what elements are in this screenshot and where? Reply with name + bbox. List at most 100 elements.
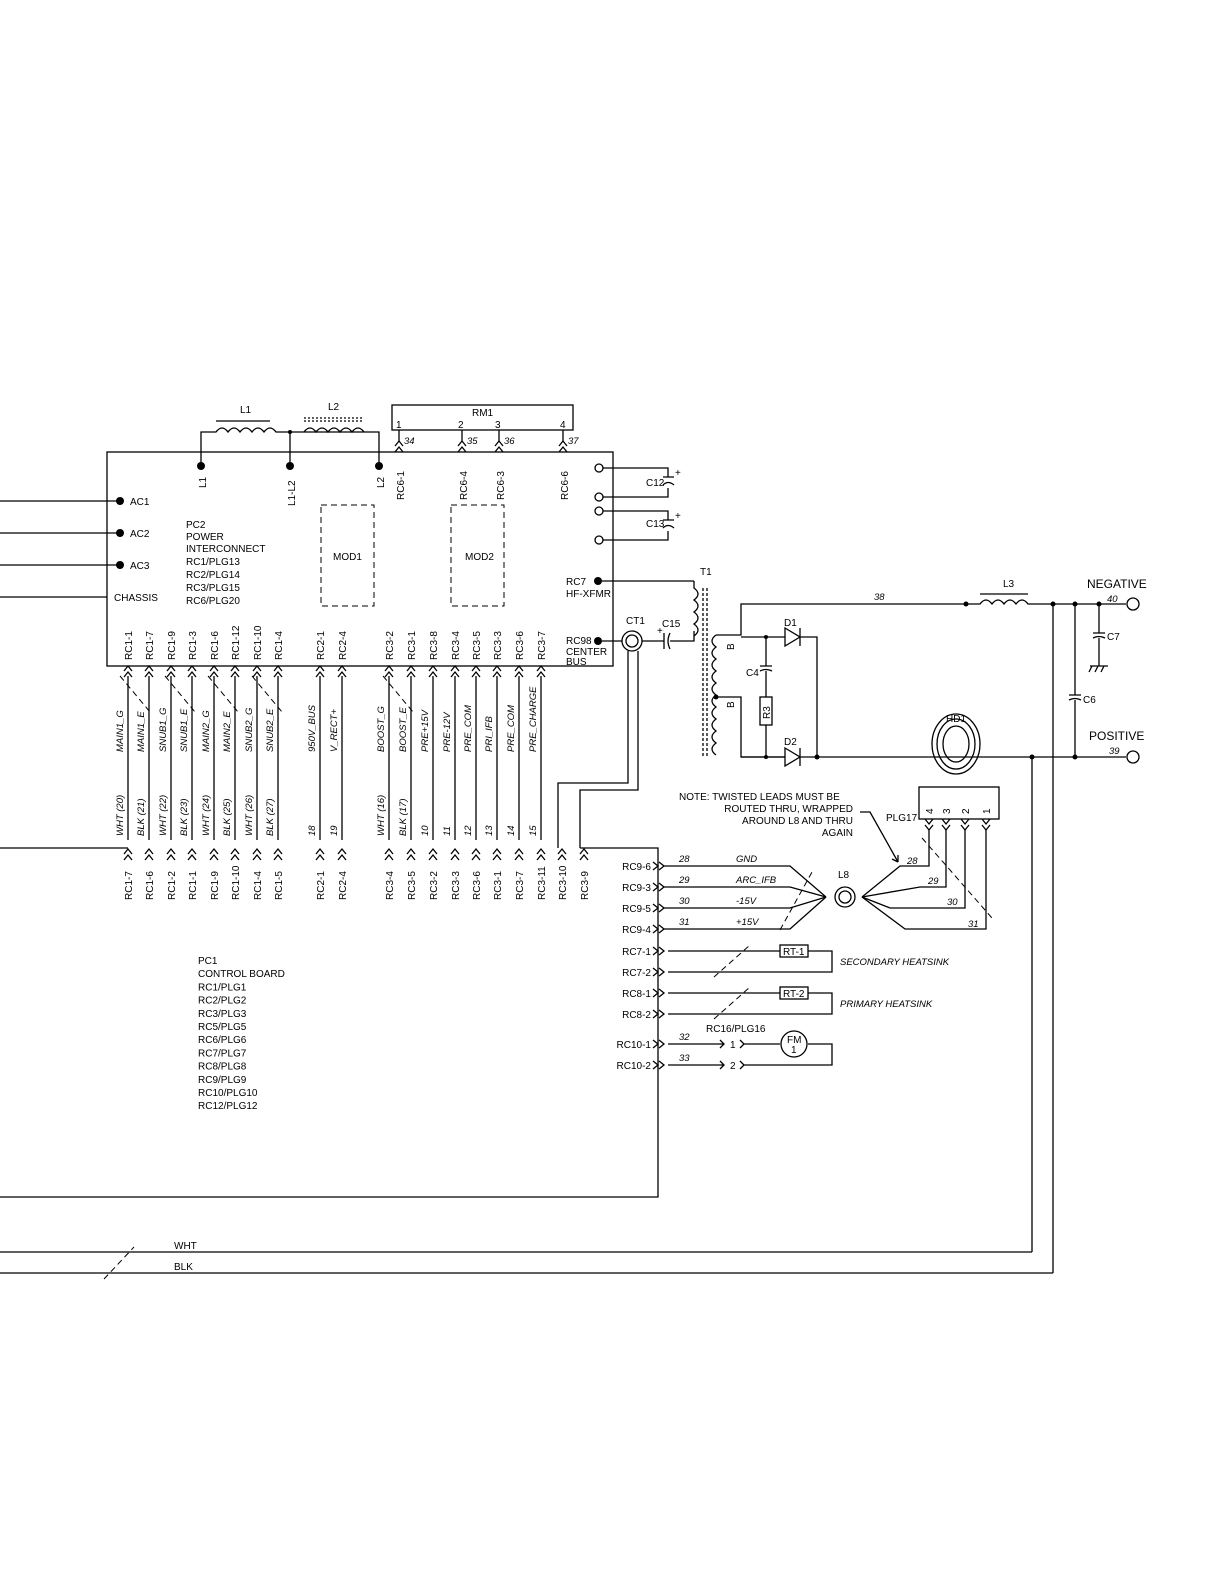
wire-id-label: WHT (20) xyxy=(115,795,126,836)
wire-34: 34 xyxy=(404,436,415,447)
fm-label: FM xyxy=(787,1035,801,1046)
ct1-label: CT1 xyxy=(626,616,645,627)
pc1-connector: RC3-6 xyxy=(472,871,483,900)
plg17-pin: 2 xyxy=(961,808,972,814)
pc2-bottom-connector: RC1-12 xyxy=(231,625,242,660)
pc1-connector: RC3-5 xyxy=(407,871,418,900)
pc2-bottom-connector: RC3-2 xyxy=(385,631,396,660)
signal-label: SNUB1_E xyxy=(179,708,190,752)
wire-id-label: WHT (16) xyxy=(376,795,387,836)
pc2-title-3: RC1/PLG13 xyxy=(186,557,240,568)
signal-label: 950V_BUS xyxy=(307,704,318,752)
pc2-title-4: RC2/PLG14 xyxy=(186,570,240,581)
rt1-label: RT-1 xyxy=(783,947,805,958)
pc2-bottom-connector: RC2-1 xyxy=(316,631,327,660)
plg17-wire: 30 xyxy=(947,897,958,908)
rm1-pin-4: 4 xyxy=(560,420,566,431)
pc1-connector: RC1-10 xyxy=(231,865,242,900)
wire-35: 35 xyxy=(467,436,478,447)
hd1-label: HD1 xyxy=(946,714,966,725)
signal-label: PRE-12V xyxy=(442,711,453,752)
pc2-bottom-connector: RC1-9 xyxy=(167,631,178,660)
rc9-signal: GND xyxy=(736,854,757,865)
signal-label: SNUB2_E xyxy=(265,708,276,752)
rc7-label: RC7 xyxy=(566,577,586,588)
secondary-heatsink-label: SECONDARY HEATSINK xyxy=(840,957,950,968)
signal-label: MAIN1_E xyxy=(136,711,147,752)
pc1-connector: RC3-7 xyxy=(515,871,526,900)
d2-label: D2 xyxy=(784,737,797,748)
note-line-1: ROUTED THRU, WRAPPED xyxy=(724,804,853,815)
pc1-connector: RC3-4 xyxy=(385,871,396,900)
chassis-label: CHASSIS xyxy=(114,593,158,604)
hf-xfmr-label: HF-XFMR xyxy=(566,589,611,600)
pc2-bottom-connector: RC1-3 xyxy=(188,631,199,660)
wire-36: 36 xyxy=(504,436,515,447)
wire-37: 37 xyxy=(568,436,579,447)
plg17-wire: 31 xyxy=(968,919,979,930)
signal-label: PRE+15V xyxy=(420,708,431,752)
plg17-wire: 28 xyxy=(906,856,918,867)
rc9-signal: -15V xyxy=(736,896,758,907)
wire-id-label: WHT (26) xyxy=(244,795,255,836)
pc1-title-line: RC7/PLG7 xyxy=(198,1048,247,1059)
rm1-pin-1: 1 xyxy=(396,420,402,431)
rc98-label: RC98 xyxy=(566,636,592,647)
rt2-label: RT-2 xyxy=(783,989,805,1000)
rm1-pin-2: 2 xyxy=(458,420,464,431)
ac1-label: AC1 xyxy=(130,497,150,508)
pc1-title-line: RC6/PLG6 xyxy=(198,1035,247,1046)
note: NOTE: TWISTED LEADS MUST BE ROUTED THRU,… xyxy=(679,792,899,863)
r3-label: R3 xyxy=(762,706,773,719)
pc2-title-0: PC2 xyxy=(186,520,206,531)
signal-label: MAIN1_G xyxy=(115,710,126,752)
rc9-pin: RC9-3 xyxy=(622,883,651,894)
plg17-label: PLG17 xyxy=(886,813,918,824)
rm1-pin-3: 3 xyxy=(495,420,501,431)
wire-40: 40 xyxy=(1107,594,1118,605)
pc1-connector: RC3-1 xyxy=(493,871,504,900)
wire-id-label: 19 xyxy=(329,825,340,836)
rc9-wire: 30 xyxy=(679,896,690,907)
wire-id-label: BLK (27) xyxy=(265,799,276,837)
c4-label: C4 xyxy=(746,668,759,679)
sensors: RT-1 SECONDARY HEATSINK RT-2 PRIMARY HEA… xyxy=(668,944,950,1072)
signal-label: PRE_COM xyxy=(463,705,474,752)
pc2-bottom-connector: RC3-6 xyxy=(515,631,526,660)
l1-label: L1 xyxy=(240,405,252,416)
pc2-title-6: RC6/PLG20 xyxy=(186,596,240,607)
signal-label: PRE_CHARGE xyxy=(528,686,539,752)
rc9-signal: +15V xyxy=(736,917,760,928)
l2-pin-label: L2 xyxy=(376,476,387,488)
pc2-bottom-connector: RC2-4 xyxy=(338,631,349,660)
signal-label: BOOST_G xyxy=(376,706,387,752)
pc1-title-line: RC8/PLG8 xyxy=(198,1062,247,1073)
pc1-connector: RC1-1 xyxy=(188,871,199,900)
pc2-board: AC1 AC2 AC3 CHASSIS PC2 POWER INTERCONNE… xyxy=(0,439,694,668)
blk-wire-label: BLK xyxy=(174,1262,193,1273)
signal-label: SNUB1_G xyxy=(158,708,169,752)
pc1-connector: RC3-9 xyxy=(580,871,591,900)
pc1-title-line: CONTROL BOARD xyxy=(198,969,285,980)
sensor-pin: RC7-2 xyxy=(622,968,651,979)
rc9-signal: ARC_IFB xyxy=(735,875,777,886)
pc2-bottom-connector: RC3-5 xyxy=(472,631,483,660)
note-line-0: NOTE: TWISTED LEADS MUST BE xyxy=(679,792,840,803)
l3-label: L3 xyxy=(1003,579,1015,590)
pc1-connector: RC1-9 xyxy=(210,871,221,900)
pc1-title-line: RC5/PLG5 xyxy=(198,1022,247,1033)
input-inductors: L1 L2 xyxy=(200,402,380,466)
signal-label: PRI_IFB xyxy=(484,715,495,752)
signal-label: SNUB2_G xyxy=(244,708,255,752)
wire-id-label: 13 xyxy=(484,825,495,836)
rc9-wire: 28 xyxy=(678,854,690,865)
pc2-title-5: RC3/PLG15 xyxy=(186,583,240,594)
l1-pin-label: L1 xyxy=(198,476,209,488)
rc9-pin: RC9-6 xyxy=(622,862,651,873)
pc1-title-line: RC1/PLG1 xyxy=(198,982,247,993)
